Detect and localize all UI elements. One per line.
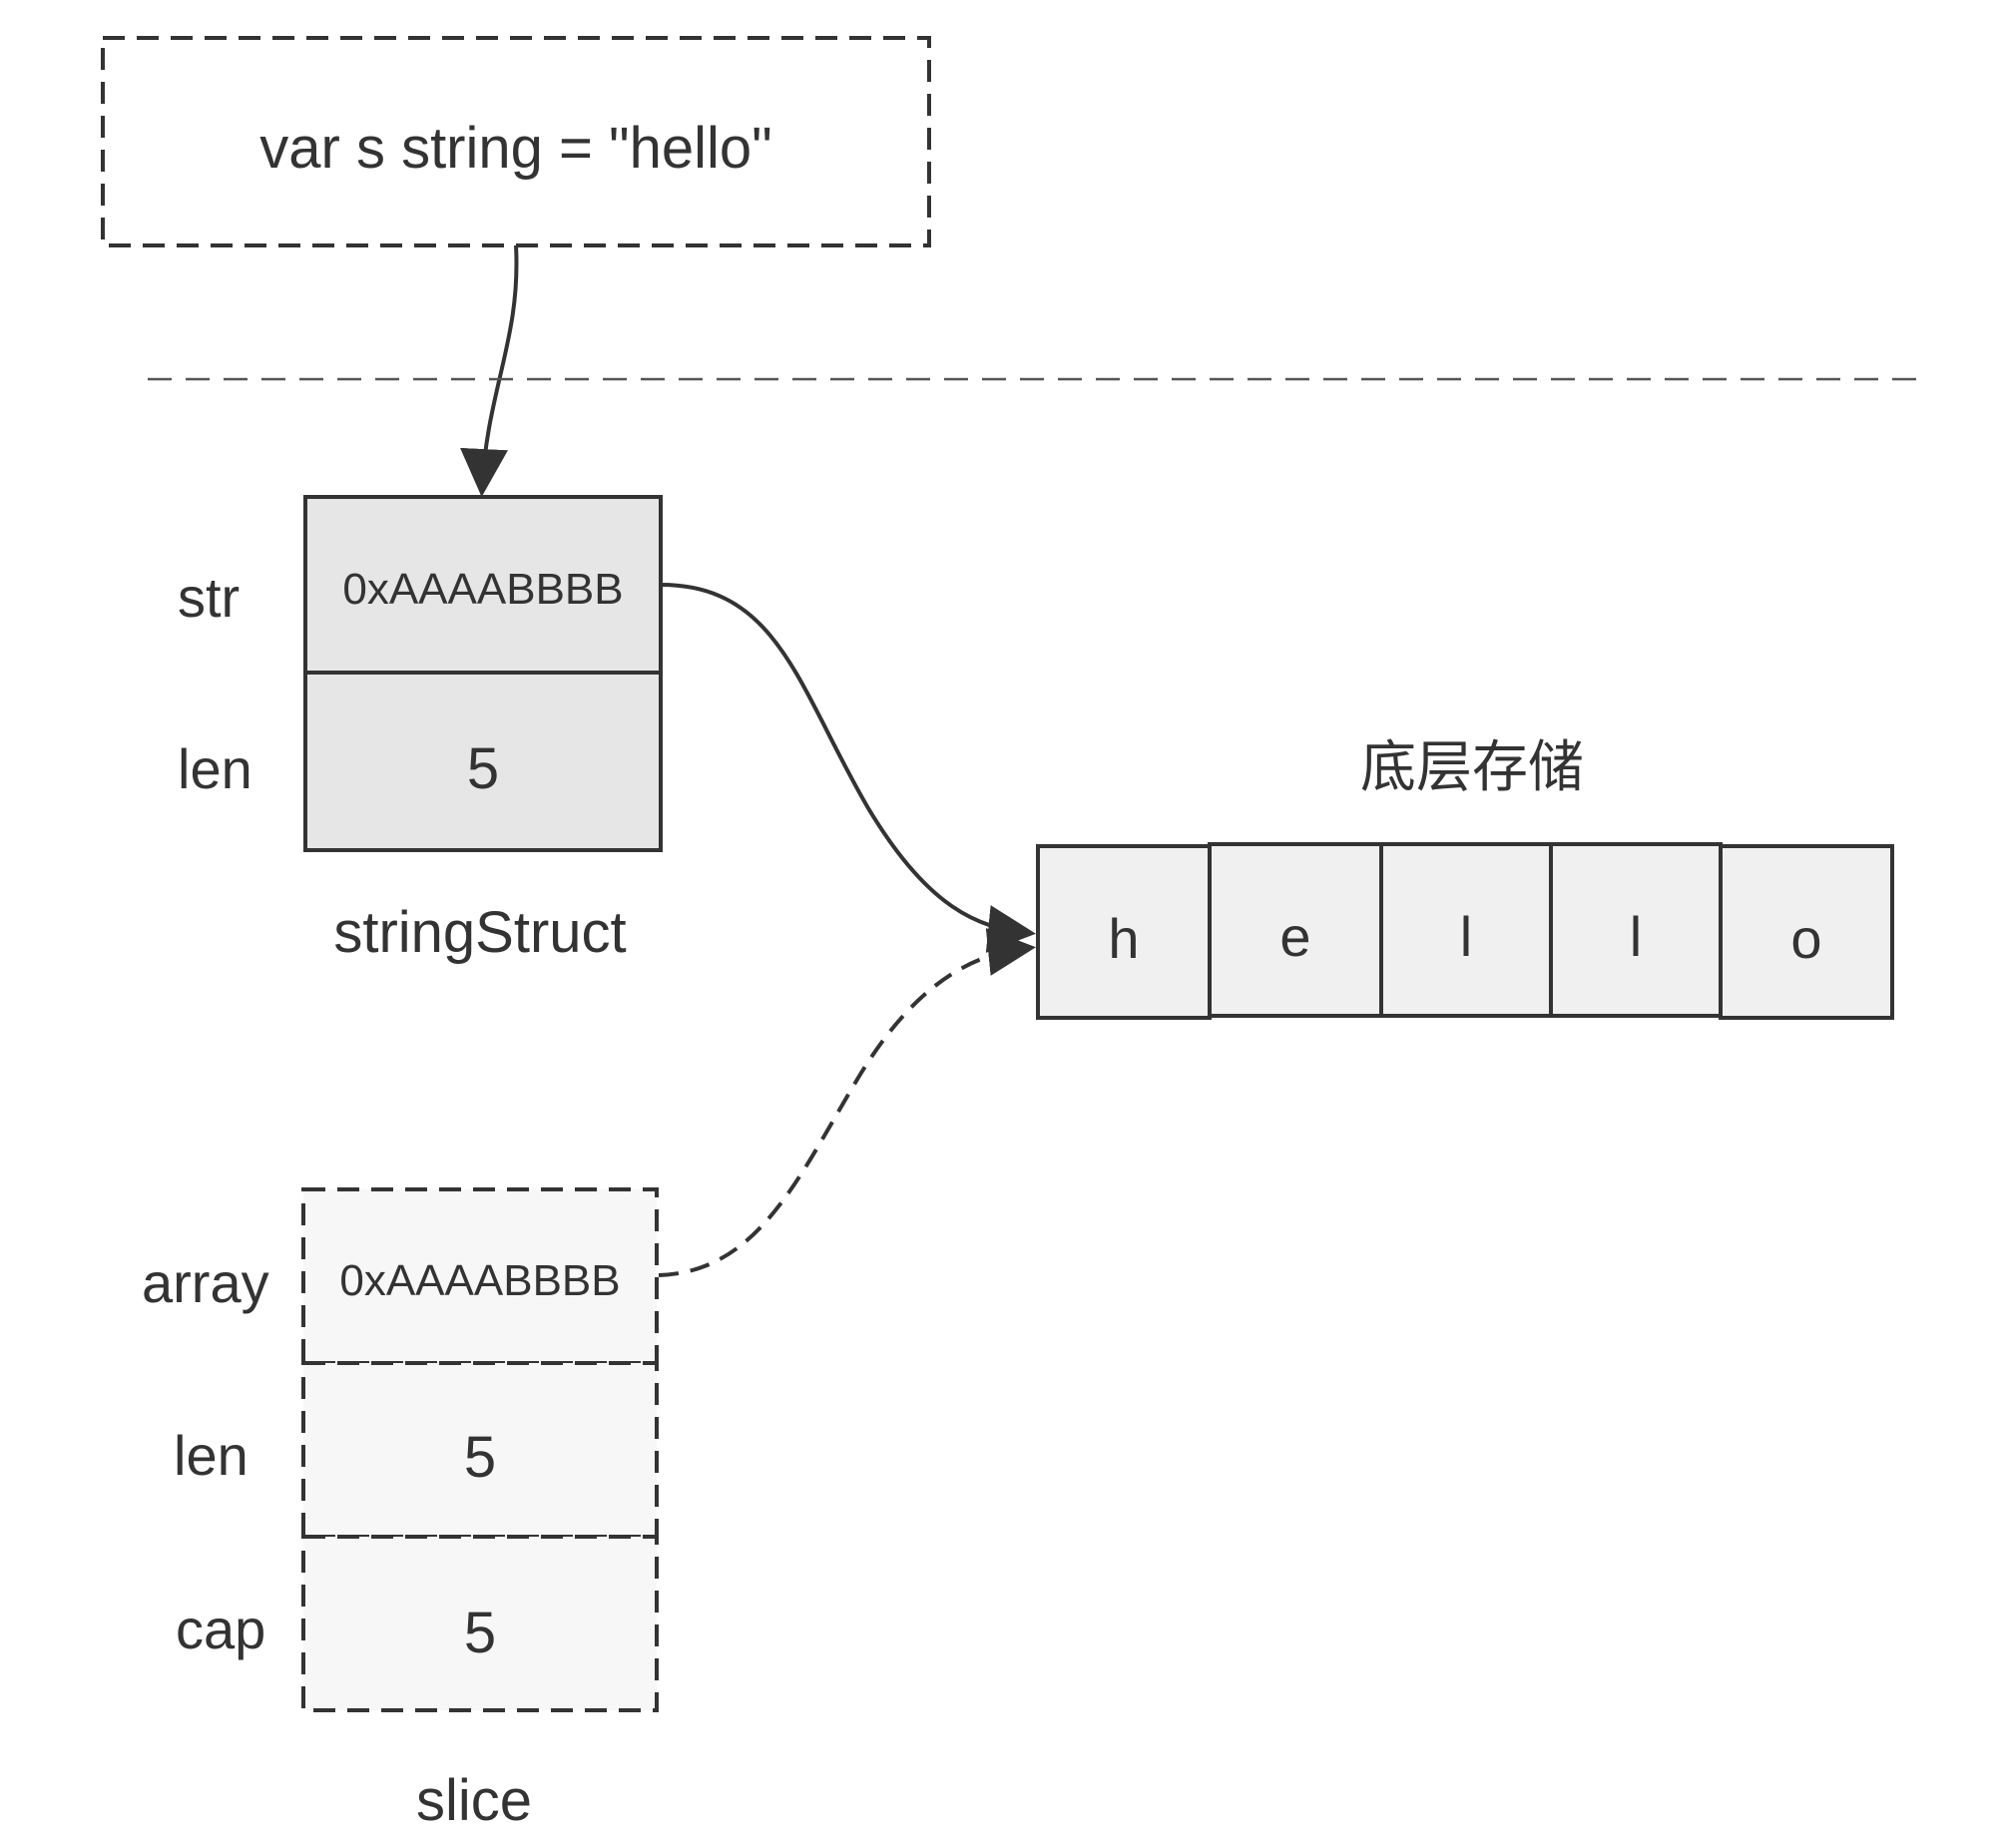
array-pointer-arrow: [658, 928, 1036, 1277]
storage-byte-4: [1719, 844, 1894, 1020]
slice-value-cap: 5: [464, 1601, 496, 1665]
storage-char-2: l: [1460, 905, 1472, 968]
string-struct: str 0xAAAABBBB len 5 stringStruct: [178, 495, 663, 965]
slice-struct: array 0xAAAABBBB len 5 cap 5 slice: [142, 1187, 659, 1833]
slice-field-len: [301, 1361, 659, 1539]
str-pointer-arrow: [660, 583, 1036, 953]
string-struct-field-len: [303, 671, 663, 852]
slice-field-array: [301, 1187, 659, 1365]
storage-char-3: l: [1630, 905, 1642, 968]
slice-value-array: 0xAAAABBBB: [339, 1256, 620, 1305]
declaration-code: var s string = "hello": [259, 116, 771, 181]
storage-char-0: h: [1108, 907, 1139, 970]
slice-name: slice: [416, 1768, 532, 1833]
storage-char-1: e: [1279, 905, 1310, 968]
storage-byte-3: [1549, 842, 1723, 1018]
storage-title: 底层存储: [1360, 735, 1584, 798]
storage-byte-2: [1379, 842, 1553, 1018]
string-struct-label-len: len: [178, 737, 252, 800]
declaration-box: var s string = "hello": [101, 36, 931, 247]
storage-char-4: o: [1790, 907, 1821, 970]
slice-label-cap: cap: [176, 1598, 265, 1660]
string-struct-name: stringStruct: [333, 900, 626, 965]
slice-field-cap: [301, 1535, 659, 1712]
declaration-to-struct-arrow: [460, 244, 519, 497]
slice-value-len: 5: [464, 1425, 496, 1490]
underlying-storage: 底层存储 h e l l o: [1036, 735, 1894, 1020]
string-struct-value-len: 5: [467, 736, 499, 801]
string-struct-field-str: [303, 495, 663, 675]
slice-label-array: array: [142, 1251, 269, 1314]
string-struct-value-str: 0xAAAABBBB: [342, 565, 623, 614]
string-struct-label-str: str: [178, 566, 240, 629]
storage-byte-1: [1208, 842, 1383, 1018]
slice-label-len: len: [174, 1424, 249, 1487]
